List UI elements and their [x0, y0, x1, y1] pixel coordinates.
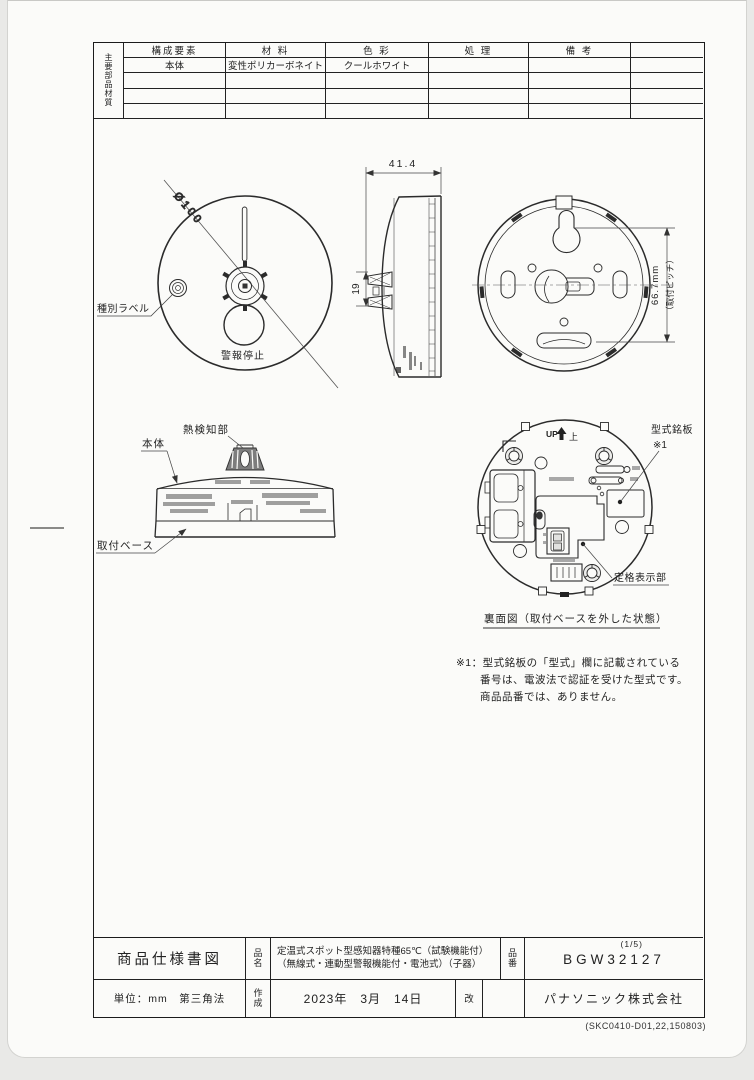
product-number: BGW32127 [563, 952, 665, 967]
cell-extra [631, 58, 703, 74]
product-name-label: 品名 [246, 938, 271, 979]
empty-cell [529, 73, 631, 89]
col-header-treatment: 処 理 [429, 43, 529, 59]
empty-cell [529, 88, 631, 104]
document-code: (SKC0410-D01,22,150803) [585, 1021, 706, 1031]
sheet-center-mark [30, 527, 64, 529]
created-date: 2023年 3月 14日 [271, 979, 456, 1017]
revision-label: 改 [456, 979, 483, 1017]
col-header-extra [631, 43, 703, 59]
empty-cell [124, 88, 226, 104]
cell-remarks [529, 58, 631, 74]
empty-cell [226, 88, 326, 104]
empty-cell [429, 103, 529, 119]
empty-cell [226, 103, 326, 119]
empty-cell [429, 88, 529, 104]
empty-cell [226, 73, 326, 89]
empty-cell [529, 103, 631, 119]
empty-cell [326, 73, 429, 89]
title-block: 商品仕様書図 品名 定温式スポット型感知器特種65℃（試験機能付） （無線式・連… [94, 937, 703, 1017]
empty-cell [326, 103, 429, 119]
cell-material: 変性ポリカーボネイト [226, 58, 326, 74]
cell-component: 本体 [124, 58, 226, 74]
col-header-component: 構成要素 [124, 43, 226, 59]
sheet-number: (1/5) [620, 939, 643, 949]
empty-cell [326, 88, 429, 104]
materials-side-label: 主要部品材質 [94, 43, 124, 119]
materials-table: 主要部品材質 構成要素 材 料 色 彩 処 理 備 考 本体 変性ポリカーボネイ… [94, 43, 703, 119]
empty-cell [429, 73, 529, 89]
empty-cell [631, 104, 703, 119]
company-name: パナソニック株式会社 [543, 991, 684, 1006]
empty-cell [124, 103, 226, 119]
empty-cell [124, 73, 226, 89]
product-name-line2: （無線式・連動型警報機能付・電池式）（子器） [277, 959, 482, 971]
empty-cell [631, 73, 703, 89]
col-header-color: 色 彩 [326, 43, 429, 59]
product-number-label: 品番 [501, 938, 525, 979]
col-header-material: 材 料 [226, 43, 326, 59]
cell-treatment [429, 58, 529, 74]
unit-note: 単位：mm 第三角法 [94, 979, 246, 1017]
product-name: 定温式スポット型感知器特種65℃（試験機能付） （無線式・連動型警報機能付・電池… [271, 938, 501, 979]
product-number-cell: (1/5) BGW32127 [525, 938, 703, 979]
document-type: 商品仕様書図 [94, 938, 246, 979]
cell-color: クールホワイト [326, 58, 429, 74]
revision-value [483, 979, 525, 1017]
drawing-frame: 主要部品材質 構成要素 材 料 色 彩 処 理 備 考 本体 変性ポリカーボネイ… [93, 42, 705, 1018]
created-label: 作成 [246, 979, 271, 1017]
col-header-remarks: 備 考 [529, 43, 631, 59]
product-name-line1: 定温式スポット型感知器特種65℃（試験機能付） [277, 946, 489, 958]
empty-cell [631, 89, 703, 104]
